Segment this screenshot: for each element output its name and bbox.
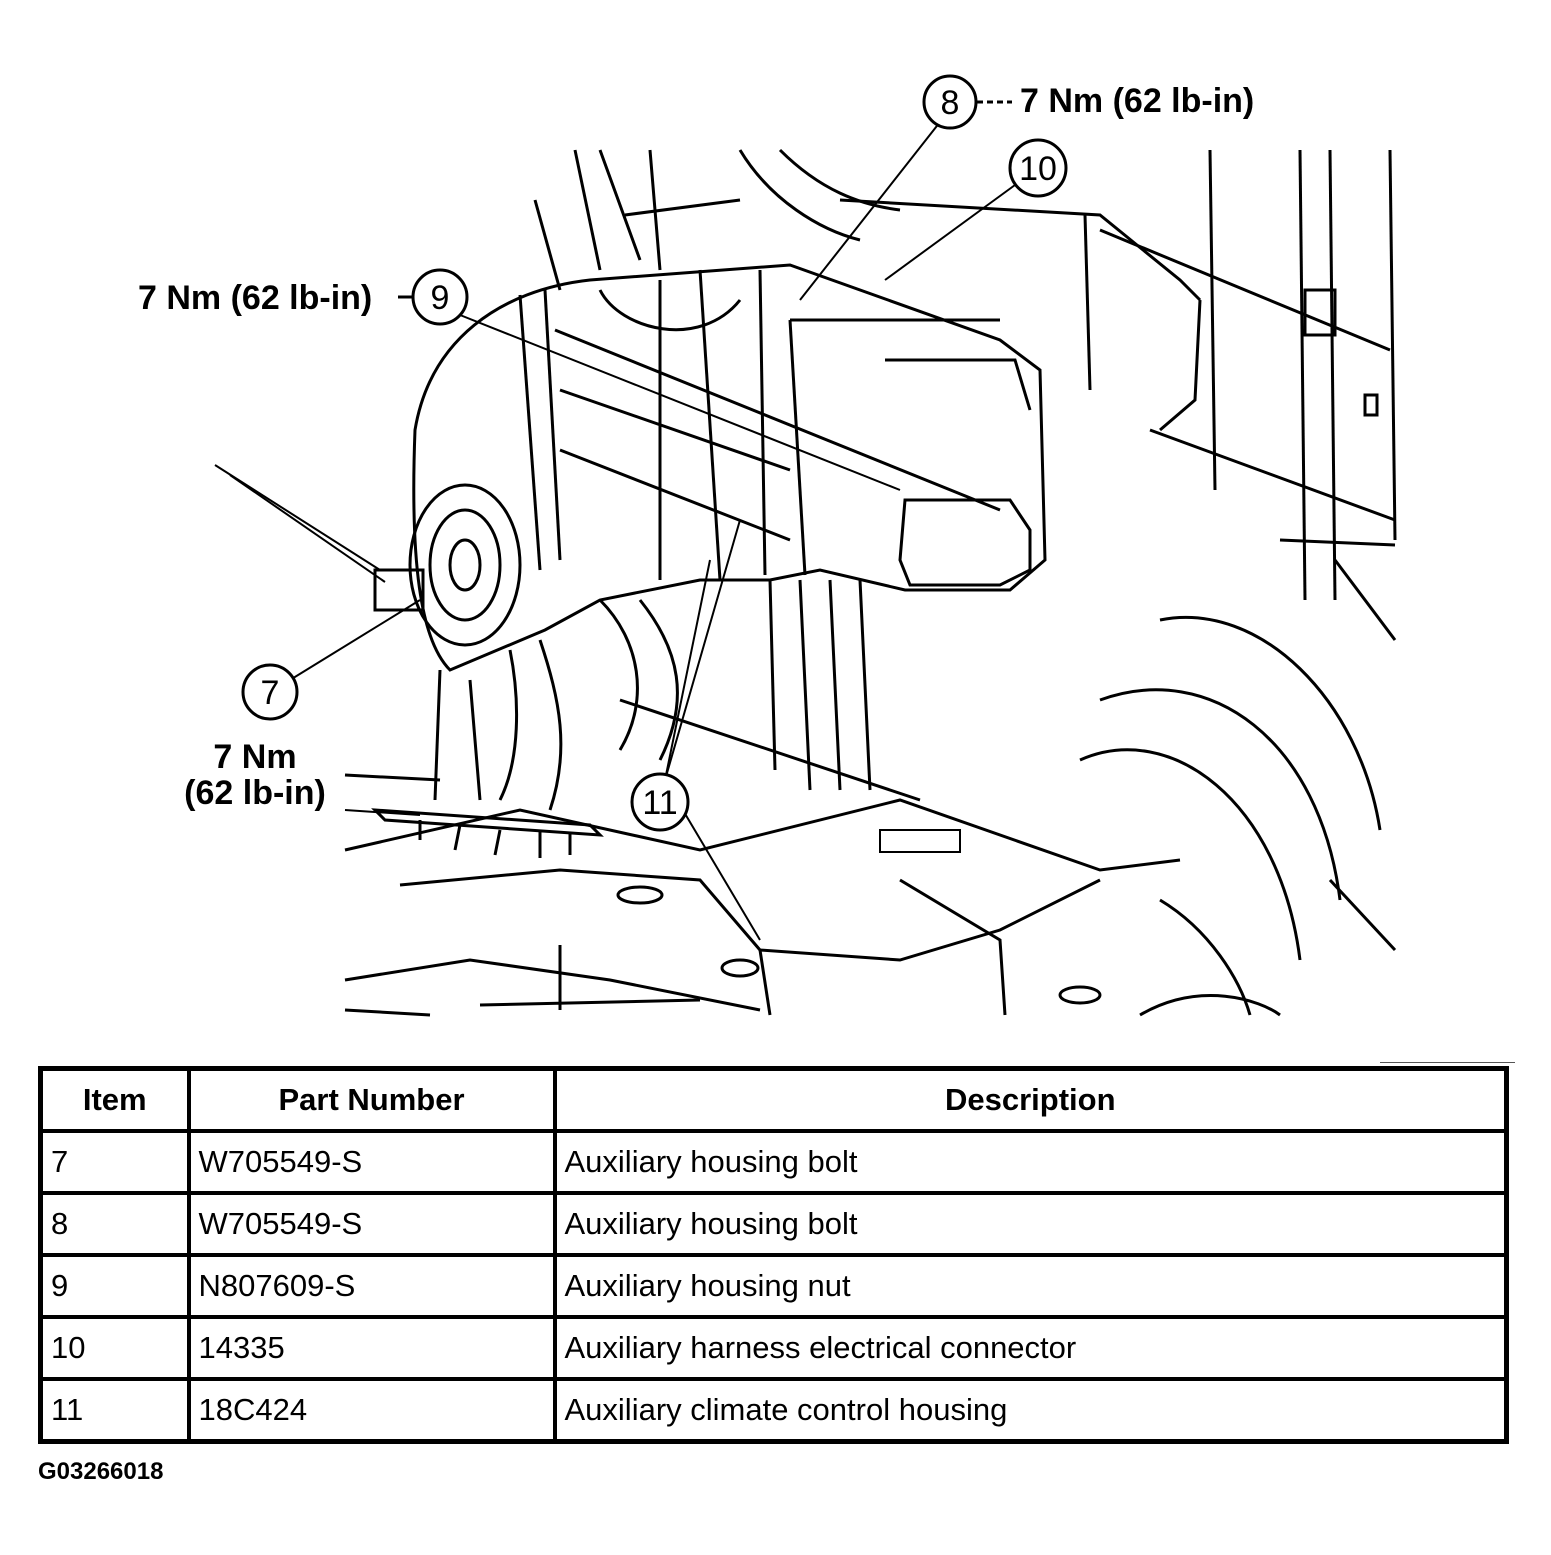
table-row: 7 W705549-S Auxiliary housing bolt [38,1129,1509,1195]
callout-number: 9 [431,279,450,317]
callout-number: 8 [941,84,960,122]
callout-10: 10 [1008,138,1068,198]
cell-part-number: W705549-S [186,1129,557,1195]
cell-description: Auxiliary housing nut [552,1253,1509,1319]
callout-8: 8 7 Nm (62 lb-in) [922,74,1254,130]
leader-lines [214,121,1016,941]
torque-spec: 7 Nm (62 lb-in) [138,279,372,317]
table-row: 10 14335 Auxiliary harness electrical co… [38,1315,1509,1381]
callout-7: 7 7 Nm (62 lb-in) [184,663,326,812]
exploded-view-diagram: 8 7 Nm (62 lb-in) 10 7 Nm (62 lb-in) 9 7… [138,74,1397,1017]
callout-9: 7 Nm (62 lb-in) 9 [138,268,469,326]
callout-11: 11 [630,772,690,832]
vehicle-body-linework [344,148,1397,1017]
cell-item: 8 [38,1191,191,1257]
parts-table: Item Part Number Description 7 W705549-S… [38,1066,1509,1444]
header-description: Description [552,1066,1509,1133]
table-row: 11 18C424 Auxiliary climate control hous… [38,1377,1509,1444]
callout-number: 7 [261,674,280,712]
torque-spec: 7 Nm (62 lb-in) [1020,82,1254,120]
table-row: 8 W705549-S Auxiliary housing bolt [38,1191,1509,1257]
cell-part-number: 14335 [186,1315,557,1381]
figure-code: G03266018 [38,1458,164,1485]
cell-part-number: 18C424 [186,1377,557,1444]
callout-number: 11 [642,784,677,822]
table-row: 9 N807609-S Auxiliary housing nut [38,1253,1509,1319]
header-part-number: Part Number [186,1066,557,1133]
torque-spec-line2: (62 lb-in) [184,774,326,812]
cell-item: 9 [38,1253,191,1319]
cell-description: Auxiliary harness electrical connector [552,1315,1509,1381]
torque-spec-line1: 7 Nm [213,738,296,776]
table-header-row: Item Part Number Description [38,1066,1509,1133]
cell-part-number: W705549-S [186,1191,557,1257]
cell-item: 10 [38,1315,191,1381]
cell-description: Auxiliary housing bolt [552,1129,1509,1195]
header-item: Item [38,1066,191,1133]
divider-line [1380,1062,1515,1063]
cell-part-number: N807609-S [186,1253,557,1319]
cell-item: 11 [38,1377,191,1444]
cell-description: Auxiliary climate control housing [552,1377,1509,1444]
callout-number: 10 [1019,150,1057,188]
cell-item: 7 [38,1129,191,1195]
cell-description: Auxiliary housing bolt [552,1191,1509,1257]
